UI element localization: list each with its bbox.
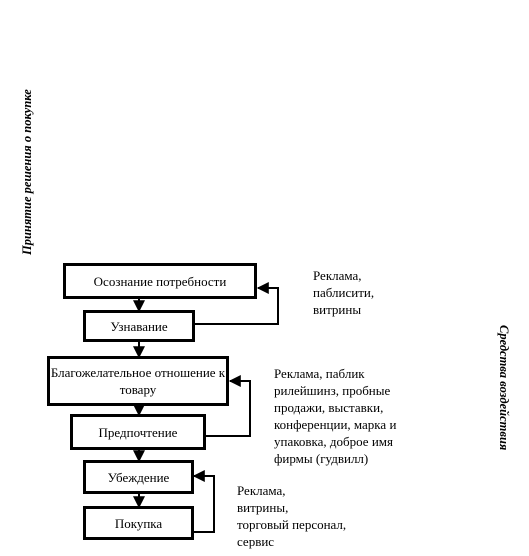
stage-conviction: Убеждение [83,460,194,494]
influence-axis-label: Средства воздействия [497,325,511,451]
stage-recognition: Узнавание [83,310,195,342]
bracket-connector-3 [192,470,215,533]
influence-group-1: Реклама, паблисити, витрины [313,268,375,317]
stage-preference: Предпочтение [70,414,206,450]
influence-group-2: Реклама, паблик рилейшинз, пробные прода… [274,366,397,466]
bracket-connector-2 [206,375,251,437]
bracket-connector-1 [195,282,279,325]
stage-purchase: Покупка [83,506,194,540]
stage-favorable-attitude: Благожелательное отношение к товару [47,356,229,406]
influence-group-3: Реклама, витрины, торговый персонал, сер… [237,483,347,549]
decision-axis-label: Принятие решения о покупке [20,89,34,255]
stage-need-awareness: Осознание потребности [63,263,257,299]
